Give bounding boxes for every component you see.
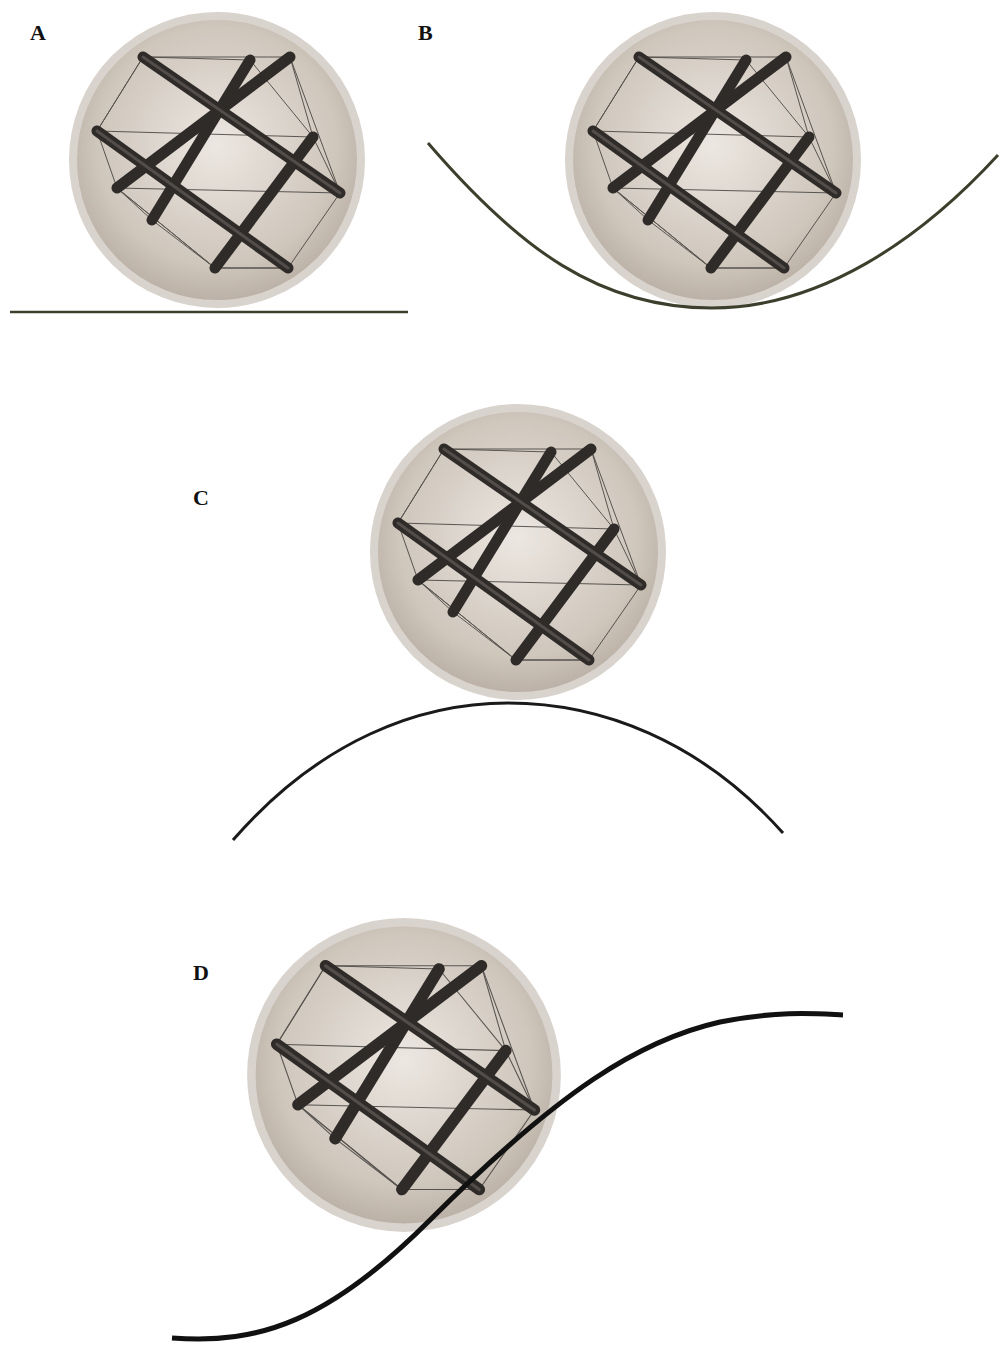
s-curve-ground	[172, 1014, 843, 1340]
tensegrity-sphere	[73, 16, 361, 304]
tensegrity-sphere	[569, 16, 857, 304]
panel-label: B	[418, 22, 433, 44]
tensegrity-sphere	[374, 408, 662, 696]
convex-ground	[233, 703, 783, 840]
panel-label: C	[193, 487, 209, 509]
concave-ground	[428, 143, 998, 308]
tensegrity-sphere	[251, 922, 556, 1227]
flat-ground	[10, 311, 408, 314]
panel-label: D	[193, 962, 209, 984]
panel-label: A	[30, 22, 46, 44]
